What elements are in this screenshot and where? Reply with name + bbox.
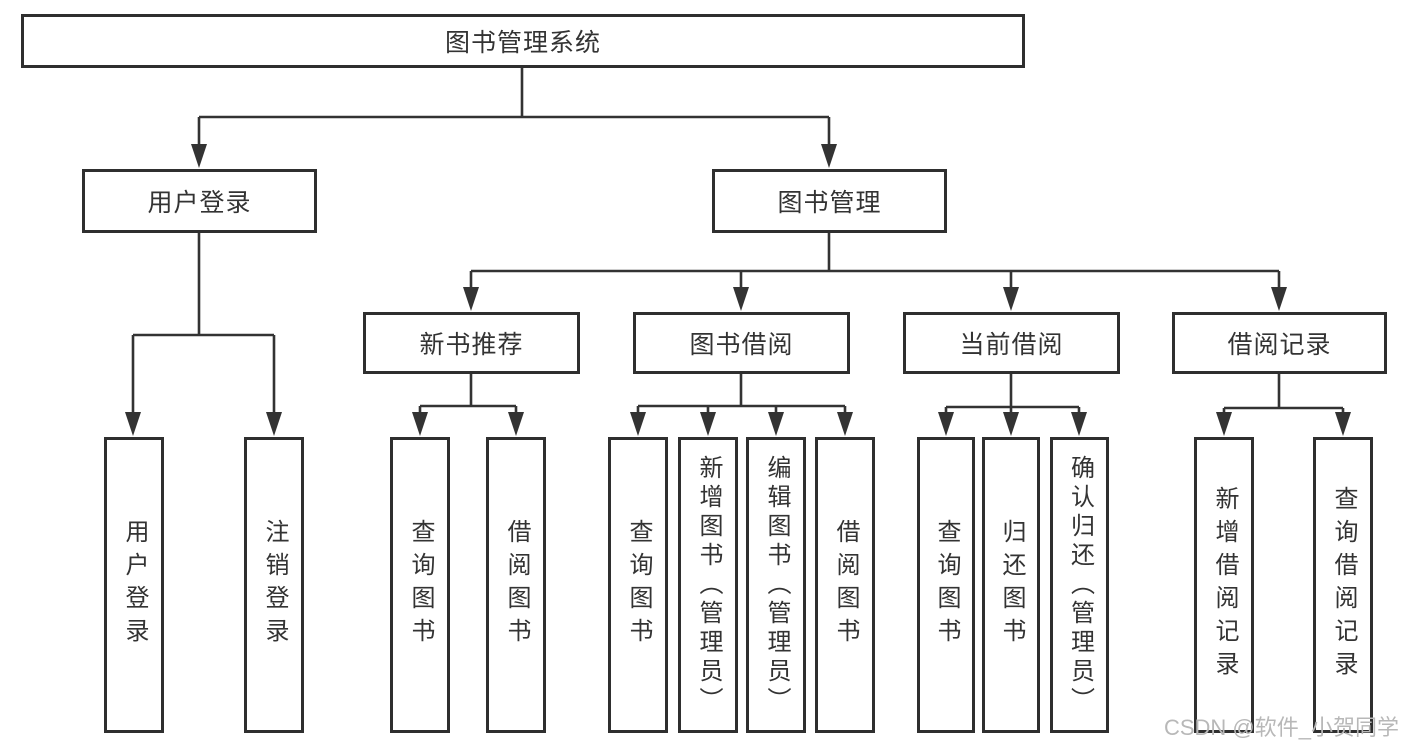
leaf-records-query: 查询借阅记录 xyxy=(1313,437,1373,733)
arrowheads xyxy=(125,144,1351,436)
node-root-label: 图书管理系统 xyxy=(444,29,601,57)
leaf-current-return: 归还图书 xyxy=(982,437,1040,733)
leaf-newbook-borrow-label: 借阅图书 xyxy=(503,519,530,651)
leaf-records-add: 新增借阅记录 xyxy=(1194,437,1254,733)
leaf-logout: 注销登录 xyxy=(244,437,304,733)
leaf-logout-label: 注销登录 xyxy=(261,519,288,651)
leaf-records-query-label: 查询借阅记录 xyxy=(1330,486,1357,684)
node-book-management-label: 图书管理 xyxy=(777,189,882,217)
leaf-records-add-label: 新增借阅记录 xyxy=(1211,486,1238,684)
node-borrow-records: 借阅记录 xyxy=(1172,312,1387,374)
node-current-borrow-label: 当前借阅 xyxy=(959,331,1064,359)
leaf-borrow-add-admin-label: 新增图书（管理员） xyxy=(695,454,722,716)
node-book-borrow-label: 图书借阅 xyxy=(689,331,794,359)
watermark: CSDN @软件_小贺同学 xyxy=(1163,715,1399,740)
leaf-current-confirm-admin-label: 确认归还（管理员） xyxy=(1066,454,1094,716)
leaf-borrow-edit-admin-label: 编辑图书（管理员） xyxy=(763,454,790,716)
node-root: 图书管理系统 xyxy=(21,14,1025,68)
node-user-login: 用户登录 xyxy=(82,169,317,233)
leaf-borrow-add-admin: 新增图书（管理员） xyxy=(678,437,738,733)
leaf-current-return-label: 归还图书 xyxy=(998,519,1025,651)
leaf-current-query-label: 查询图书 xyxy=(933,519,960,651)
leaf-newbook-query: 查询图书 xyxy=(390,437,450,733)
leaf-borrow-borrow-label: 借阅图书 xyxy=(832,519,859,651)
leaf-borrow-edit-admin: 编辑图书（管理员） xyxy=(746,437,806,733)
leaf-newbook-query-label: 查询图书 xyxy=(407,519,434,651)
leaf-borrow-borrow: 借阅图书 xyxy=(815,437,875,733)
node-book-borrow: 图书借阅 xyxy=(633,312,850,374)
node-current-borrow: 当前借阅 xyxy=(903,312,1120,374)
node-book-management: 图书管理 xyxy=(712,169,947,233)
leaf-user-login-label: 用户登录 xyxy=(121,519,148,651)
leaf-user-login: 用户登录 xyxy=(104,437,164,733)
leaf-newbook-borrow: 借阅图书 xyxy=(486,437,546,733)
leaf-current-confirm-admin: 确认归还（管理员） xyxy=(1050,437,1109,733)
node-new-book-recommend: 新书推荐 xyxy=(363,312,580,374)
leaf-borrow-query-label: 查询图书 xyxy=(625,519,652,651)
leaf-borrow-query: 查询图书 xyxy=(608,437,668,733)
leaf-current-query: 查询图书 xyxy=(917,437,975,733)
node-user-login-label: 用户登录 xyxy=(147,189,252,217)
node-new-book-recommend-label: 新书推荐 xyxy=(419,331,524,359)
node-borrow-records-label: 借阅记录 xyxy=(1227,331,1332,359)
